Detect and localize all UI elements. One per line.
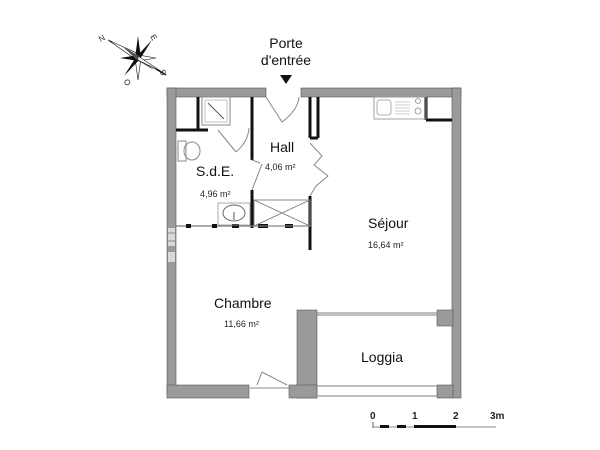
room-name-chambre: Chambre — [214, 295, 272, 311]
left-window — [168, 228, 175, 262]
closet-icon — [253, 199, 311, 227]
loggia-window — [317, 312, 437, 397]
entrance-label: Porte d'entrée — [255, 35, 317, 69]
room-name-sde: S.d.E. — [196, 163, 235, 179]
kitchen-unit-icon — [373, 96, 427, 120]
sink-icon — [217, 202, 251, 226]
compass-rose-icon — [107, 36, 167, 81]
room-area-sde: 4,96 m² — [200, 189, 231, 199]
scale-tick-3m: 3m — [490, 411, 505, 422]
room-area-hall: 4,06 m² — [265, 162, 296, 172]
scale-tick-1: 1 — [412, 411, 418, 422]
scale-tick-2: 2 — [453, 411, 459, 422]
doors — [217, 96, 329, 389]
room-name-loggia: Loggia — [361, 349, 404, 365]
entrance-label-line1: Porte — [269, 35, 303, 51]
exterior-walls — [166, 87, 462, 399]
room-area-sejour: 16,64 m² — [368, 240, 404, 250]
scale-tick-0: 0 — [370, 411, 376, 422]
room-area-chambre: 11,66 m² — [224, 319, 259, 329]
toilet-icon — [177, 140, 201, 162]
shower-icon — [201, 96, 231, 126]
room-name-sejour: Séjour — [368, 215, 409, 231]
entrance-arrow-icon — [280, 75, 292, 84]
entrance-label-line2: d'entrée — [260, 52, 312, 68]
scale-bar — [372, 422, 496, 428]
room-name-hall: Hall — [270, 139, 295, 155]
